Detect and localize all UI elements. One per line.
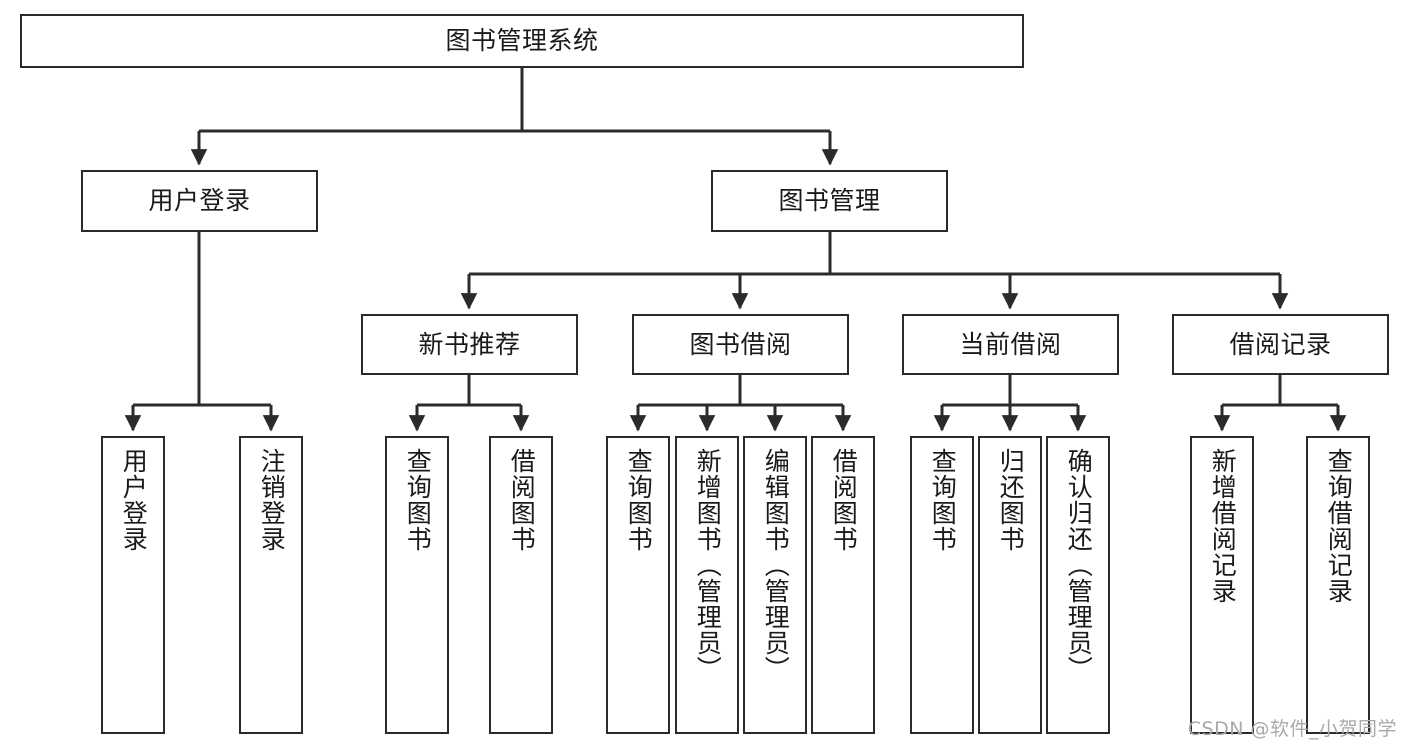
node-label: 用户登录 [148, 186, 251, 216]
node-label: 借阅记录 [1229, 329, 1332, 359]
node-label: 查询图书 [624, 448, 654, 552]
node-label: 借阅图书 [829, 448, 859, 552]
node-label: 用户登录 [119, 448, 149, 552]
node-leaf-query-book-2[interactable]: 查询图书 [606, 436, 670, 734]
node-label: 图书借阅 [689, 329, 792, 359]
node-borrow-record[interactable]: 借阅记录 [1172, 314, 1389, 375]
node-book-management[interactable]: 图书管理 [711, 170, 948, 232]
node-label: 注销登录 [257, 448, 287, 552]
node-leaf-borrow-book-1[interactable]: 借阅图书 [489, 436, 553, 734]
node-leaf-confirm-return[interactable]: 确认归还（管理员） [1046, 436, 1110, 734]
node-label: 借阅图书 [507, 448, 537, 552]
node-label: 查询借阅记录 [1324, 448, 1354, 604]
node-current-borrow[interactable]: 当前借阅 [902, 314, 1119, 375]
node-book-management-system[interactable]: 图书管理系统 [20, 14, 1024, 68]
node-label: 查询图书 [403, 448, 433, 552]
node-label: 查询图书 [928, 448, 958, 552]
node-label: 新增借阅记录 [1208, 448, 1238, 604]
csdn-watermark: CSDN @软件_小贺同学 [1187, 718, 1397, 740]
node-label: 编辑图书（管理员） [761, 448, 791, 682]
node-label: 图书管理系统 [445, 26, 599, 56]
node-label: 归还图书 [996, 448, 1026, 552]
node-leaf-query-record[interactable]: 查询借阅记录 [1306, 436, 1370, 734]
node-new-book-recommend[interactable]: 新书推荐 [361, 314, 578, 375]
node-leaf-logout[interactable]: 注销登录 [239, 436, 303, 734]
node-user-login[interactable]: 用户登录 [81, 170, 318, 232]
node-leaf-user-login[interactable]: 用户登录 [101, 436, 165, 734]
node-leaf-query-book-1[interactable]: 查询图书 [385, 436, 449, 734]
node-leaf-add-book[interactable]: 新增图书（管理员） [675, 436, 739, 734]
node-label: 确认归还（管理员） [1064, 448, 1094, 682]
node-label: 当前借阅 [959, 329, 1062, 359]
node-leaf-return-book[interactable]: 归还图书 [978, 436, 1042, 734]
node-book-borrow[interactable]: 图书借阅 [632, 314, 849, 375]
node-label: 新增图书（管理员） [693, 448, 723, 682]
node-label: 新书推荐 [418, 329, 521, 359]
node-leaf-edit-book[interactable]: 编辑图书（管理员） [743, 436, 807, 734]
node-leaf-add-record[interactable]: 新增借阅记录 [1190, 436, 1254, 734]
node-leaf-borrow-book-2[interactable]: 借阅图书 [811, 436, 875, 734]
node-leaf-query-book-3[interactable]: 查询图书 [910, 436, 974, 734]
node-label: 图书管理 [778, 186, 881, 216]
